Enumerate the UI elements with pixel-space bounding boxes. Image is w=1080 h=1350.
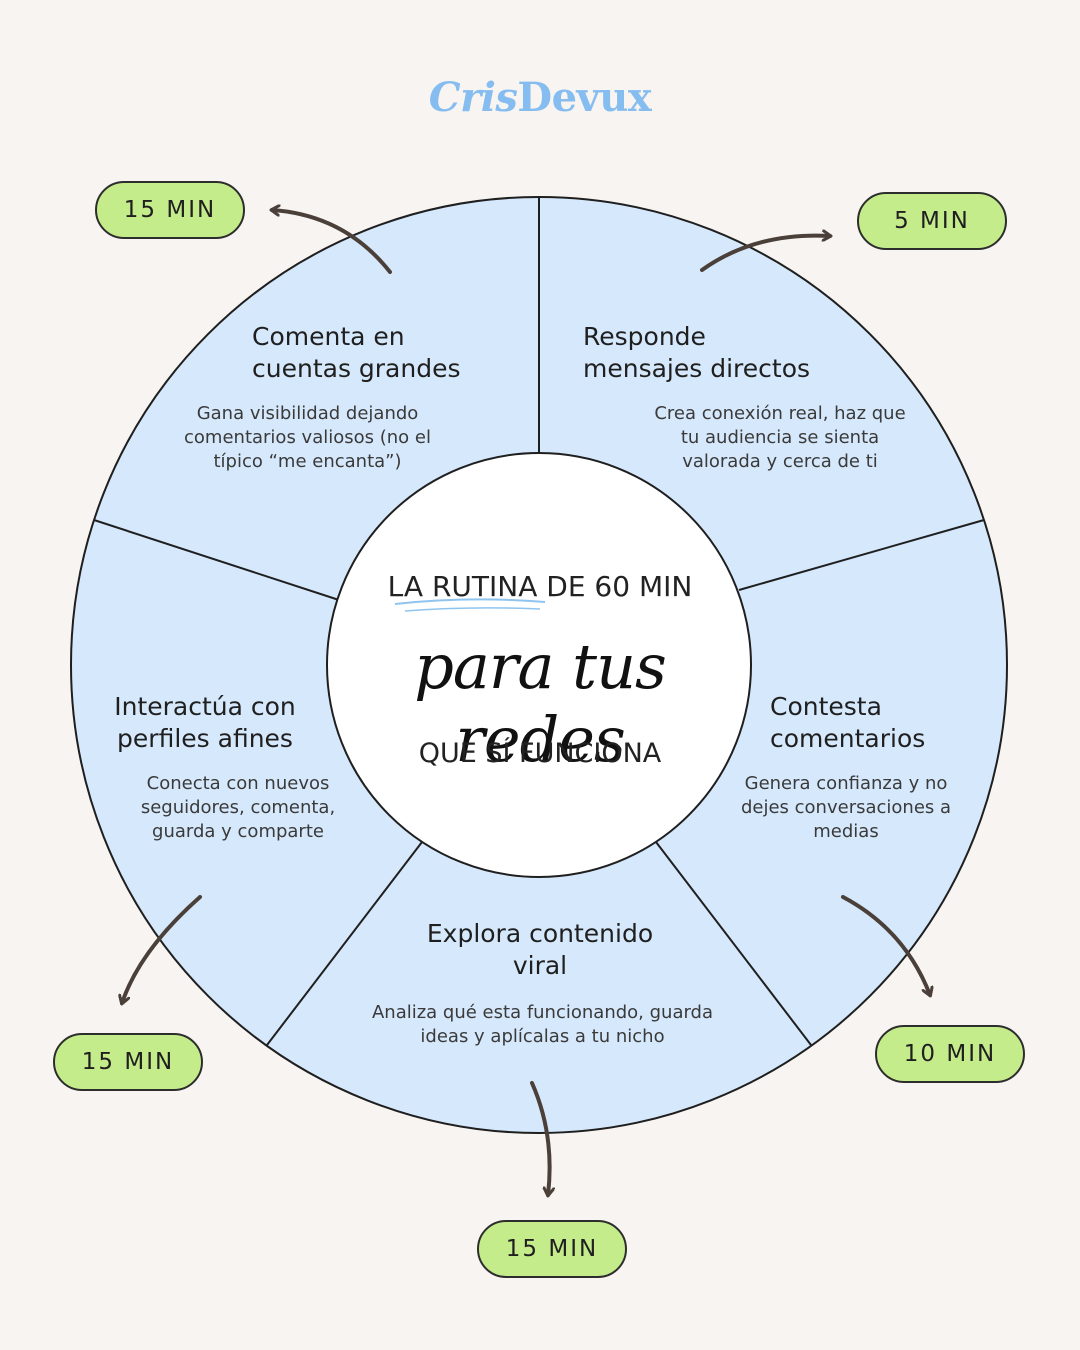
segment-title: Interactúa con perfiles afines	[114, 692, 296, 753]
center-heading: LA RUTINA DE 60 MIN	[387, 570, 693, 603]
divider-line	[738, 519, 985, 591]
arrow-icon	[700, 236, 830, 272]
segment-description: Conecta con nuevos seguidores, comenta, …	[140, 773, 336, 842]
segment-description: Gana visibilidad dejando comentarios val…	[184, 403, 431, 472]
title-underline	[394, 598, 546, 605]
arrow-icon	[841, 895, 930, 995]
time-badge: 10 MIN	[875, 1025, 1025, 1083]
arrow-icon	[530, 1081, 550, 1195]
time-badge: 5 MIN	[857, 192, 1007, 250]
segment-title: Responde mensajes directos	[583, 322, 811, 383]
time-badge: 15 MIN	[53, 1033, 203, 1091]
segment-title: Contesta comentarios	[770, 692, 926, 753]
divider-line	[93, 519, 340, 601]
segment-title: Comenta en cuentas grandes	[252, 322, 461, 383]
center-subheading: QUE SÍ FUNCIONA	[418, 738, 662, 769]
time-badge: 15 MIN	[477, 1220, 627, 1278]
brand-logo: CrisDevux	[0, 74, 1080, 121]
arrow-icon	[272, 210, 392, 274]
center-circle	[326, 452, 752, 878]
segment-description: Genera confianza y no dejes conversacion…	[740, 773, 952, 842]
arrow-icon	[122, 895, 202, 1003]
center-script-title: para tus redes	[414, 630, 667, 776]
segment-description: Crea conexión real, haz que tu audiencia…	[654, 403, 906, 472]
divider-line	[655, 841, 812, 1046]
brand-logo-part1: Cris	[428, 74, 518, 121]
divider-line	[266, 841, 423, 1046]
segment-title: Explora contenido viral	[426, 919, 654, 980]
brand-logo-part2: Devux	[517, 74, 652, 121]
time-badge: 15 MIN	[95, 181, 245, 239]
segment-description: Analiza qué esta funcionando, guarda ide…	[371, 1002, 714, 1047]
title-underline	[404, 607, 541, 612]
